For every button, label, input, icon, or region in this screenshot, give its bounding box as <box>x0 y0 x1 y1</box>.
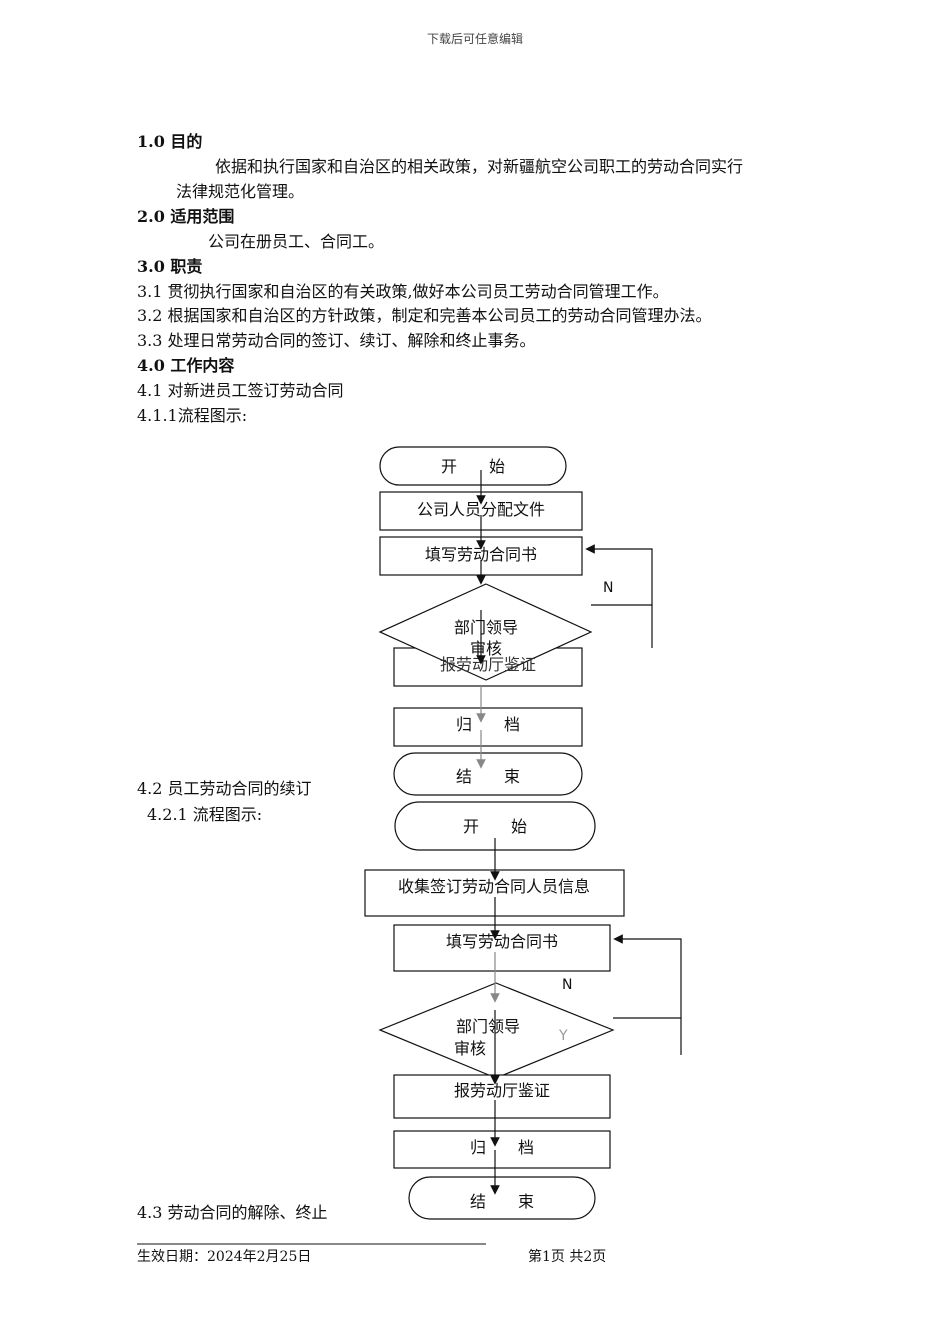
section-2-title: 2.0 适用范围 <box>137 207 235 226</box>
section-3-2: 3.2 根据国家和自治区的方针政策，制定和完善本公司员工的劳动合同管理办法。 <box>137 306 712 325</box>
flow1-decision-label-1: 部门领导 <box>454 618 518 637</box>
flow1-decision-diamond <box>378 583 593 681</box>
flow2-start-label: 开 始 <box>463 817 527 836</box>
flow2-decision-label-2: 审核 <box>454 1039 486 1058</box>
flow1-no-label: N <box>603 580 613 596</box>
section-2-body: 公司在册员工、合同工。 <box>208 232 385 251</box>
section-4-2-1: 4.2.1 流程图示: <box>147 805 263 824</box>
flow1-step4-box <box>393 707 583 747</box>
flow1-step4-label: 归 档 <box>456 715 520 734</box>
flow2-step4-label: 归 档 <box>470 1138 534 1157</box>
flow2-step4-box <box>393 1130 611 1169</box>
page-header: 下载后可任意编辑 <box>426 32 523 46</box>
flow2-step2-box <box>393 924 611 972</box>
flowchart-2: 开 始 收集签订劳动合同人员信息 填写劳动合同书 部门领导 审核 Y 报劳动厅鉴… <box>364 801 682 1220</box>
flow2-end-label: 结 束 <box>470 1192 534 1211</box>
flow2-step3-label: 报劳动厅鉴证 <box>454 1081 550 1100</box>
section-4-title: 4.0 工作内容 <box>137 356 235 375</box>
flow1-step3-label: 报劳动厅鉴证 <box>440 655 536 674</box>
section-1-title: 1.0 目的 <box>137 132 203 151</box>
footer-page-number: 第1页 共2页 <box>528 1249 607 1265</box>
flow1-start-label: 开 始 <box>441 457 505 476</box>
section-4-1-1: 4.1.1流程图示: <box>137 406 248 425</box>
flow1-decision-label-2: 审核 <box>470 639 502 658</box>
flow1-step1-label: 公司人员分配文件 <box>417 500 545 519</box>
flow1-loop-no <box>585 544 653 606</box>
section-3-3: 3.3 处理日常劳动合同的签订、续订、解除和终止事务。 <box>137 331 536 350</box>
footer-effective-date: 生效日期：2024年2月25日 <box>137 1249 312 1265</box>
section-4-2: 4.2 员工劳动合同的续订 <box>137 779 312 798</box>
flow2-no-label: N <box>562 977 572 993</box>
flow2-step2-label: 填写劳动合同书 <box>446 932 558 951</box>
section-4-1: 4.1 对新进员工签订劳动合同 <box>137 381 344 400</box>
section-1-body-line2: 法律规范化管理。 <box>176 182 305 201</box>
flow2-step1-label: 收集签订劳动合同人员信息 <box>398 877 590 896</box>
flow2-decision-label-1: 部门领导 <box>456 1017 520 1036</box>
flowchart-1: 开 始 公司人员分配文件 填写劳动合同书 部门领导 审核 报劳动厅鉴证 归 档 … <box>378 446 653 796</box>
section-4-3: 4.3 劳动合同的解除、终止 <box>137 1203 328 1222</box>
flow2-end-terminal <box>408 1176 596 1220</box>
flow2-yes-label: Y <box>558 1028 568 1044</box>
flow1-end-terminal <box>393 752 583 796</box>
flow1-step2-label: 填写劳动合同书 <box>425 545 537 564</box>
section-1-body-line1: 依据和执行国家和自治区的相关政策，对新疆航空公司职工的劳动合同实行 <box>215 157 744 176</box>
flow2-step3-box <box>393 1074 611 1119</box>
flow2-loop-no <box>613 934 682 1019</box>
flow1-end-label: 结 束 <box>456 767 520 786</box>
section-3-1: 3.1 贯彻执行国家和自治区的有关政策,做好本公司员工劳动合同管理工作。 <box>137 282 669 301</box>
flow1-start-terminal <box>379 446 567 486</box>
section-3-title: 3.0 职责 <box>137 257 203 276</box>
